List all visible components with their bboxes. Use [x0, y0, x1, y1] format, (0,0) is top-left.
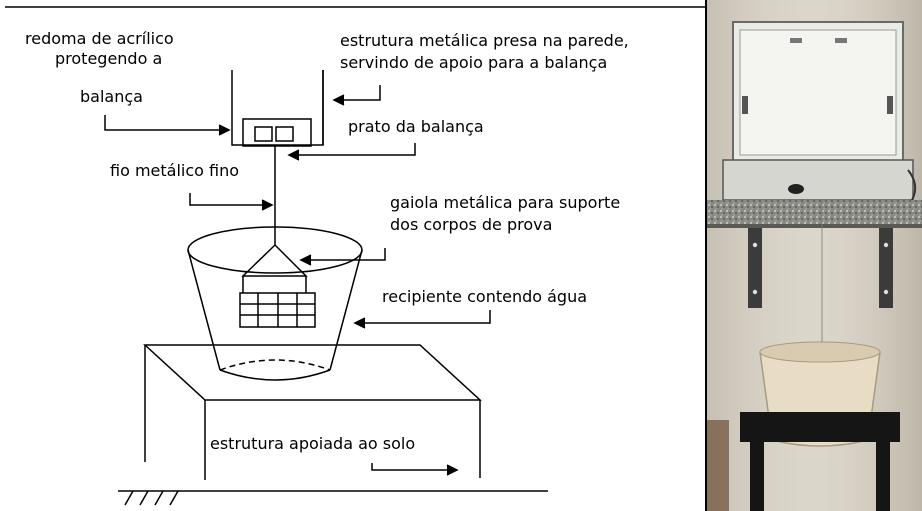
- cage-arrow: [303, 248, 386, 261]
- label-redoma-line3: balança: [80, 87, 143, 106]
- container-arrow: [357, 310, 491, 324]
- label-ground-structure: estrutura apoiada ao solo: [210, 434, 415, 453]
- schematic-diagram: [104, 70, 548, 506]
- label-cage-line2: dos corpos de prova: [390, 215, 552, 234]
- bucket-left-side: [187, 249, 221, 371]
- photograph: [707, 0, 922, 511]
- photo-balance-base: [722, 159, 914, 201]
- bucket-bottom-front: [219, 369, 331, 381]
- label-wall-bracket-line1: estrutura metálica presa na parede,: [340, 31, 629, 50]
- label-pan: prato da balança: [348, 117, 484, 136]
- photo-granite-counter: [707, 200, 922, 226]
- photo-bracket-left: [748, 228, 762, 308]
- bucket-right-side: [329, 249, 363, 371]
- photo-black-table: [740, 412, 900, 442]
- balance-pan-right: [275, 126, 294, 142]
- photo-bracket-right: [879, 228, 893, 308]
- bucket-bottom-back: [219, 359, 331, 371]
- wire-arrow: [189, 193, 270, 206]
- label-container: recipiente contendo água: [382, 287, 587, 306]
- table-top: [143, 344, 482, 401]
- label-wire: fio metálico fino: [110, 161, 239, 180]
- wall-bracket-arrow: [336, 85, 381, 101]
- acrylic-dome-outline: [231, 70, 324, 146]
- ground-structure-arrow: [371, 463, 455, 471]
- balance-pan-left: [254, 126, 273, 142]
- cage-triangle: [241, 243, 308, 277]
- redoma-arrow: [104, 115, 227, 131]
- label-redoma-line1: redoma de acrílico: [25, 29, 174, 48]
- label-redoma-line2: protegendo a: [55, 49, 162, 68]
- balance-body: [242, 118, 312, 147]
- label-wall-bracket-line2: servindo de apoio para a balança: [340, 53, 607, 72]
- pan-arrow: [291, 143, 416, 156]
- label-cage-line1: gaiola metálica para suporte: [390, 193, 620, 212]
